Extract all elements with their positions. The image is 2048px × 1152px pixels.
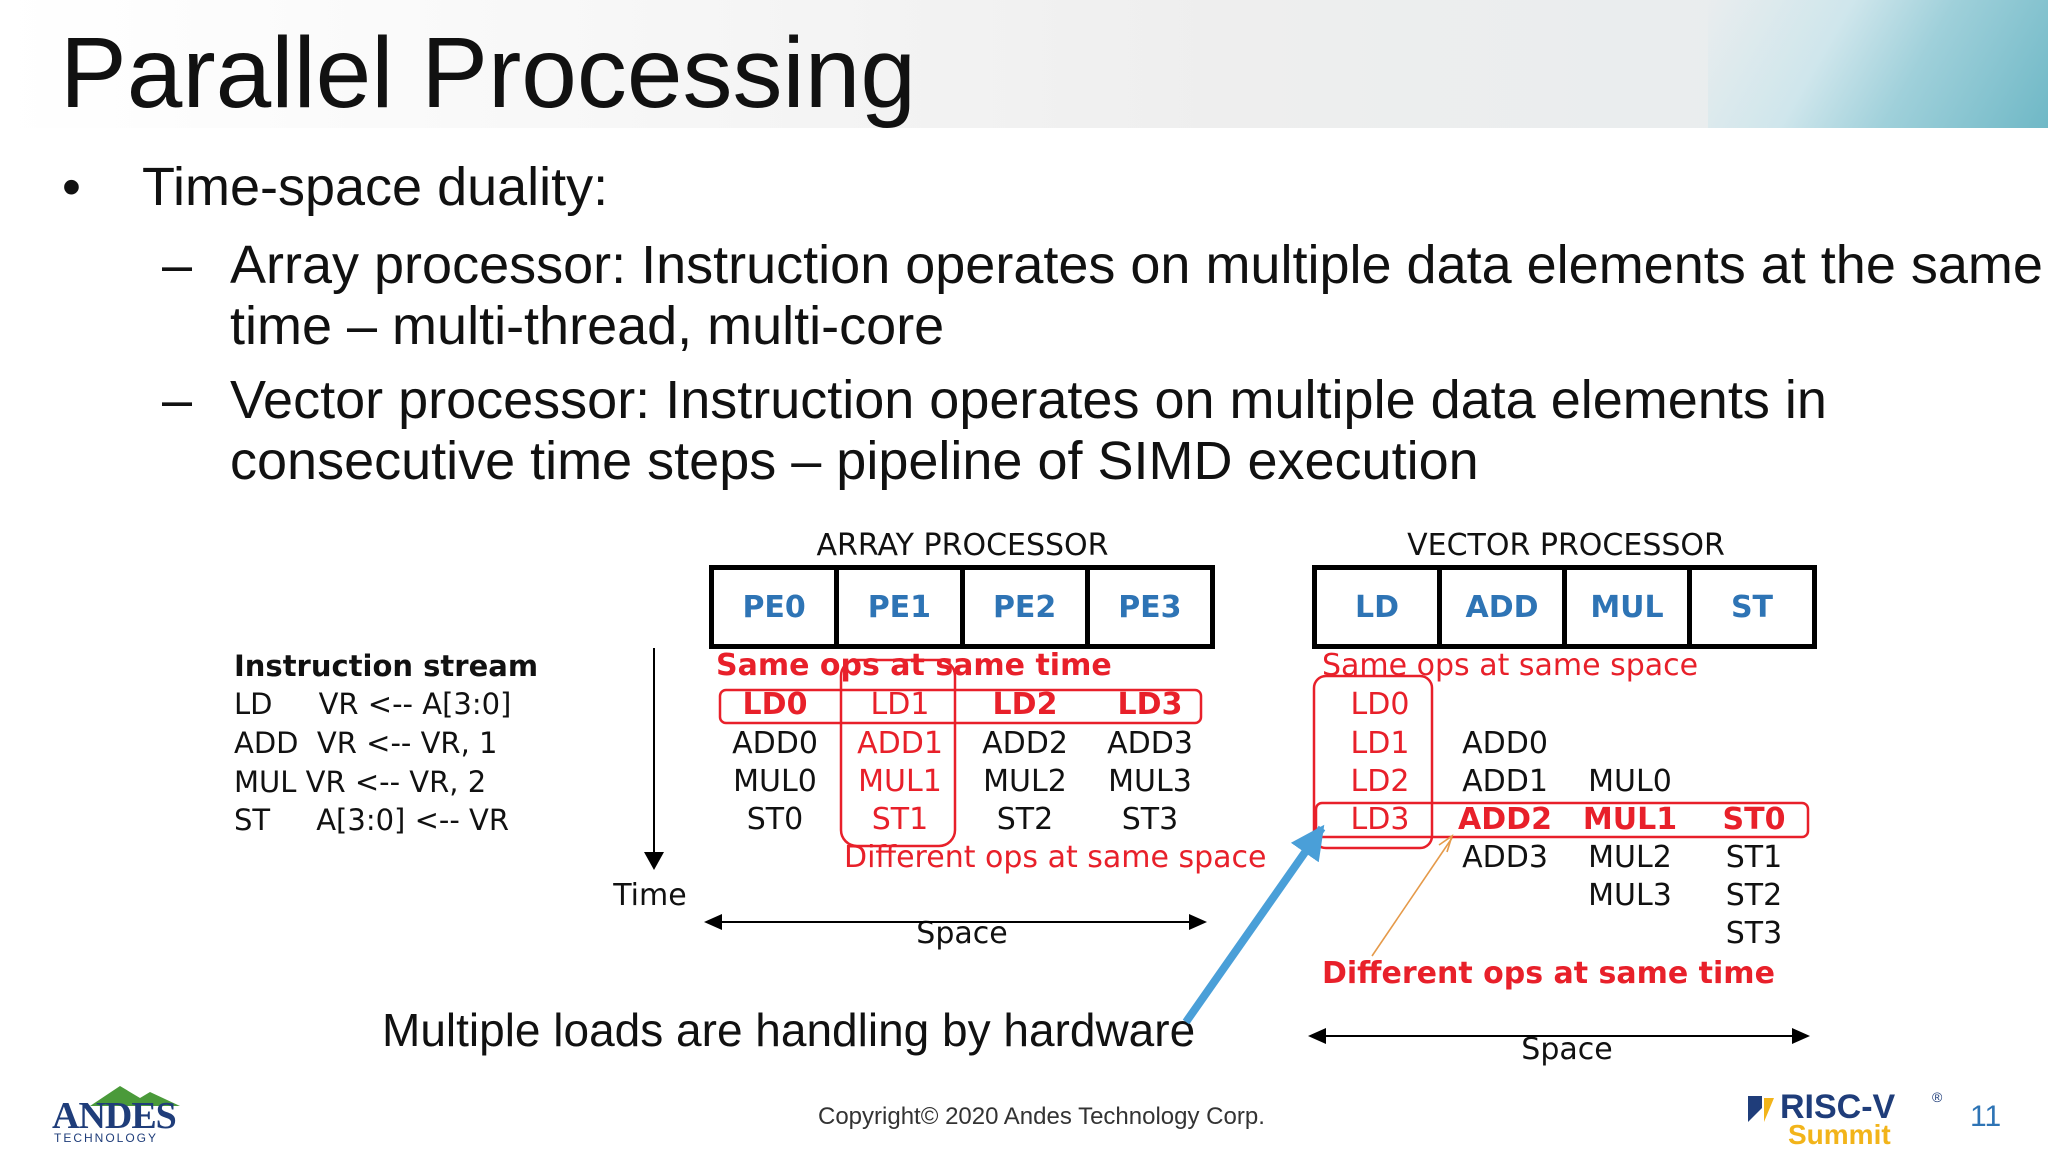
vector-cell: ST3: [1725, 916, 1783, 951]
mul-unit-header: MUL: [1562, 570, 1687, 644]
array-cell: MUL0: [733, 764, 817, 799]
sub-bullet-vector-line1: Vector processor: Instruction operates o…: [230, 370, 1827, 430]
array-cell: ST3: [1121, 802, 1179, 837]
page-number: 11: [1970, 1100, 2002, 1133]
array-space-label: Space: [916, 916, 1008, 951]
vector-same-ops-label: Same ops at same space: [1322, 648, 1699, 683]
vector-processor-title: VECTOR PROCESSOR: [1407, 528, 1725, 563]
array-cell: LD3: [1117, 687, 1183, 722]
header-band: [0, 0, 2048, 128]
riscv-registered-mark: ®: [1932, 1089, 1943, 1105]
andes-logo-sub: TECHNOLOGY: [54, 1131, 159, 1145]
andes-mountain-icon: [90, 1086, 180, 1106]
riscv-logo-word: RISC-V: [1780, 1088, 1896, 1126]
instruction-ld: LD VR <-- A[3:0]: [234, 687, 512, 721]
sub-bullet-array-line1: Array processor: Instruction operates on…: [230, 235, 2043, 295]
riscv-summit-word: Summit: [1788, 1119, 1891, 1150]
vector-cell: LD0: [1350, 687, 1410, 722]
array-cell: ADD3: [1107, 726, 1193, 761]
header-decoration-image: [1708, 0, 2048, 128]
bullet-marker: •: [62, 157, 81, 217]
pe2-header: PE2: [959, 570, 1085, 644]
array-diff-ops-label: Different ops at same space: [844, 840, 1267, 875]
sub-bullet-vector-line2: consecutive time steps – pipeline of SIM…: [230, 431, 1479, 491]
bullet-time-space-duality: Time-space duality:: [142, 157, 609, 217]
vector-cell: LD2: [1350, 764, 1410, 799]
vector-cell: ST2: [1725, 878, 1783, 913]
instruction-add: ADD VR <-- VR, 1: [234, 726, 498, 760]
array-same-ops-label: Same ops at same time: [716, 648, 1112, 683]
hardware-loads-note: Multiple loads are handling by hardware: [382, 1004, 1196, 1056]
array-cell: LD2: [992, 687, 1058, 722]
array-cell: MUL3: [1108, 764, 1192, 799]
array-cell: ST1: [871, 802, 929, 837]
array-processor-title: ARRAY PROCESSOR: [816, 528, 1109, 563]
array-cell: MUL2: [983, 764, 1067, 799]
vector-cell: MUL2: [1588, 840, 1672, 875]
instruction-st: ST A[3:0] <-- VR: [234, 803, 510, 837]
array-cell: ST2: [996, 802, 1054, 837]
andes-logo-word: ANDES: [52, 1095, 177, 1137]
sub-bullet-dash-1: –: [162, 235, 193, 295]
vector-cell: MUL0: [1588, 764, 1672, 799]
time-axis-arrowhead: [644, 852, 664, 870]
array-cell: MUL1: [858, 764, 942, 799]
riscv-chevron-icon: [1748, 1096, 1774, 1122]
instruction-stream-title: Instruction stream: [234, 649, 539, 683]
slide-title: Parallel Processing: [60, 17, 916, 129]
array-cell: ADD2: [982, 726, 1068, 761]
vector-cell: ADD0: [1462, 726, 1548, 761]
sub-bullet-array-line2: time – multi-thread, multi-core: [230, 296, 945, 356]
orange-pointer-line: [1371, 837, 1453, 957]
vector-cell: LD3: [1350, 802, 1410, 837]
vector-cell: ADD1: [1462, 764, 1548, 799]
time-axis-label: Time: [613, 878, 687, 913]
sub-bullet-dash-2: –: [162, 370, 193, 430]
array-cell: LD1: [870, 687, 930, 722]
andes-logo: ANDES TECHNOLOGY: [50, 1086, 190, 1144]
vector-cell: ST1: [1725, 840, 1783, 875]
vector-diff-ops-label: Different ops at same time: [1322, 956, 1775, 991]
add-unit-header: ADD: [1437, 570, 1562, 644]
array-cell: ADD1: [857, 726, 943, 761]
instruction-mul: MUL VR <-- VR, 2: [234, 765, 487, 799]
copyright-text: Copyright© 2020 Andes Technology Corp.: [818, 1103, 1265, 1130]
riscv-summit-logo: RISC-V ® Summit: [1746, 1088, 1946, 1150]
vector-cell: ST0: [1722, 802, 1786, 837]
st-unit-header: ST: [1687, 570, 1812, 644]
pe3-header: PE3: [1084, 570, 1210, 644]
vector-cell: MUL3: [1588, 878, 1672, 913]
array-pe-header: PE0 PE1 PE2 PE3: [709, 565, 1215, 649]
vector-space-label: Space: [1521, 1032, 1613, 1067]
vector-cell: ADD3: [1462, 840, 1548, 875]
vector-cell: MUL1: [1582, 802, 1678, 837]
vector-cell: ADD2: [1458, 802, 1552, 837]
vector-cell: LD1: [1350, 726, 1410, 761]
array-cell: ST0: [746, 802, 804, 837]
vector-unit-header: LD ADD MUL ST: [1312, 565, 1817, 649]
pe0-header: PE0: [742, 589, 806, 625]
array-cell: LD0: [742, 687, 808, 722]
ld-unit-header: LD: [1354, 589, 1400, 625]
array-cell: ADD0: [732, 726, 818, 761]
pe1-header: PE1: [834, 570, 959, 644]
